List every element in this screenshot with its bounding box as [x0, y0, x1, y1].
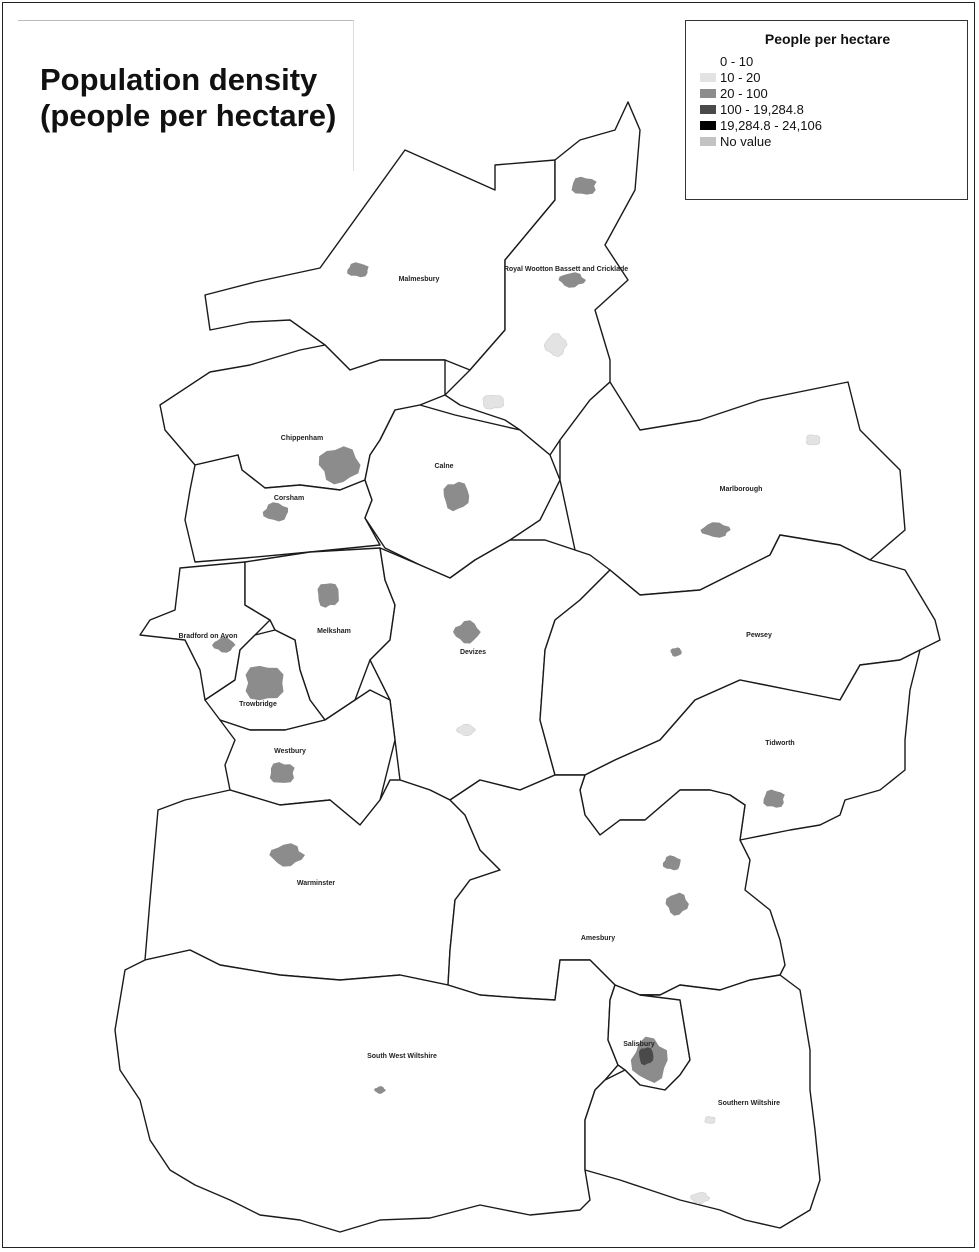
- district-label-royal-wootton-bassett: Royal Wootton Bassett and Cricklade: [504, 266, 628, 273]
- legend-label: 20 - 100: [720, 85, 768, 101]
- legend-swatch: [700, 136, 716, 146]
- district-label-marlborough: Marlborough: [720, 486, 763, 493]
- district-label-south-west-wiltshire: South West Wiltshire: [367, 1053, 437, 1060]
- district-label-warminster: Warminster: [297, 880, 336, 887]
- settlement-amesbury: [665, 892, 689, 916]
- settlement-malmesbury: [347, 262, 369, 278]
- district-westbury[interactable]: [219, 689, 396, 826]
- legend-title: People per hectare: [764, 31, 891, 47]
- settlement-chippenham: [482, 395, 505, 410]
- district-label-tidworth: Tidworth: [765, 740, 794, 747]
- settlement-chippenham: [318, 446, 361, 485]
- legend-item: 19,284.8 - 24,106: [700, 117, 822, 133]
- legend-label: 19,284.8 - 24,106: [720, 117, 822, 133]
- title-panel: [18, 20, 354, 171]
- settlement-devizes: [455, 723, 477, 737]
- settlement-royal-wootton-bassett: [543, 333, 568, 358]
- legend-swatch: [700, 120, 716, 130]
- legend-label: 10 - 20: [720, 69, 761, 85]
- district-label-melksham: Melksham: [317, 628, 351, 635]
- settlement-bradford-on-avon: [212, 637, 236, 653]
- settlement-devizes: [453, 620, 481, 644]
- settlement-warminster: [269, 843, 305, 867]
- district-label-southern-wiltshire: Southern Wiltshire: [718, 1100, 780, 1107]
- legend-item: 0 - 10: [700, 53, 822, 69]
- settlement-marlborough: [700, 522, 731, 538]
- settlement-royal-wootton-bassett: [571, 176, 597, 195]
- district-label-chippenham: Chippenham: [281, 435, 323, 442]
- legend-swatch: [700, 56, 716, 66]
- settlement-royal-wootton-bassett: [558, 272, 586, 288]
- district-label-trowbridge: Trowbridge: [239, 701, 277, 708]
- settlement-pewsey: [670, 647, 682, 657]
- settlement-south-west-wiltshire: [374, 1086, 386, 1094]
- district-label-pewsey: Pewsey: [746, 632, 772, 639]
- legend-item: 100 - 19,284.8: [700, 101, 822, 117]
- district-label-bradford-on-avon: Bradford on Avon: [179, 633, 238, 640]
- legend-swatch: [700, 88, 716, 98]
- settlement-salisbury: [638, 1047, 654, 1066]
- settlement-southern-wiltshire: [689, 1191, 711, 1205]
- settlement-southern-wiltshire: [704, 1115, 716, 1124]
- settlement-westbury: [269, 762, 295, 783]
- district-label-salisbury: Salisbury: [623, 1041, 655, 1048]
- legend-swatch: [700, 72, 716, 82]
- settlement-calne: [443, 481, 470, 512]
- settlement-amesbury: [662, 855, 681, 871]
- legend-item: 10 - 20: [700, 69, 822, 85]
- legend-item: 20 - 100: [700, 85, 822, 101]
- settlement-trowbridge: [245, 665, 284, 701]
- legend-label: 0 - 10: [720, 53, 754, 69]
- settlement-corsham: [262, 502, 289, 522]
- settlement-tidworth: [763, 789, 785, 808]
- map-title: Population density(people per hectare): [40, 62, 337, 133]
- district-label-devizes: Devizes: [460, 649, 486, 656]
- district-label-calne: Calne: [434, 463, 453, 470]
- legend-label: 100 - 19,284.8: [720, 101, 804, 117]
- district-label-malmesbury: Malmesbury: [399, 276, 440, 283]
- legend-item: No value: [700, 133, 822, 149]
- settlement-marlborough: [805, 434, 821, 446]
- settlement-melksham: [317, 583, 339, 608]
- legend-swatch: [700, 104, 716, 114]
- district-label-amesbury: Amesbury: [581, 935, 615, 942]
- district-label-westbury: Westbury: [274, 748, 306, 755]
- district-southern-wiltshire[interactable]: [584, 974, 821, 1229]
- legend-label: No value: [720, 133, 772, 149]
- district-label-corsham: Corsham: [274, 495, 304, 502]
